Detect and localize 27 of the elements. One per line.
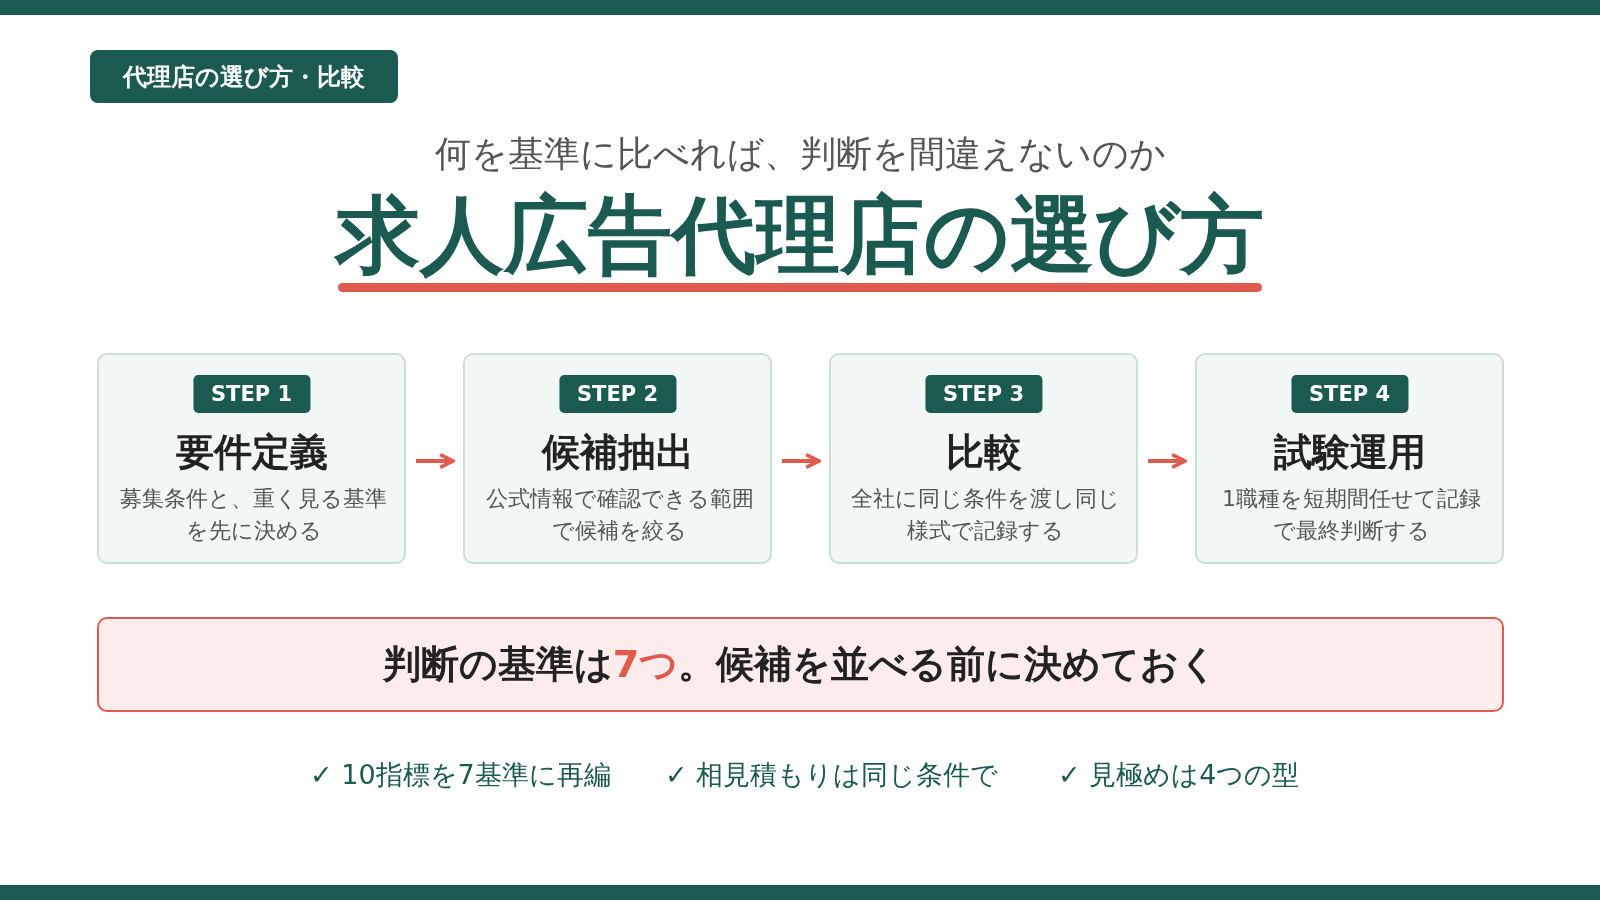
- category-badge: 代理店の選び方・比較: [90, 50, 398, 103]
- checklist-item: ✓ 見極めは4つの型: [1058, 758, 1300, 792]
- step-badge: STEP 3: [924, 375, 1043, 413]
- step-heading: 試験運用: [1273, 430, 1426, 474]
- step-heading: 比較: [945, 430, 1022, 474]
- arrow: [416, 452, 455, 470]
- subtitle: 何を基準に比べれば、判断を間違えないのか: [434, 132, 1166, 176]
- checklist-item: ✓ 相見積もりは同じ条件で: [665, 758, 999, 792]
- step-badge: STEP 4: [1290, 375, 1409, 413]
- step-description: 1職種を短期間任せて記録で最終判断する: [1221, 485, 1482, 545]
- step-card: [97, 353, 406, 564]
- step-description: 全社に同じ条件を渡し同じ様式で記録する: [851, 485, 1120, 545]
- step-card: [463, 353, 772, 564]
- arrow: [782, 452, 821, 470]
- step-heading: 候補抽出: [541, 430, 694, 474]
- callout-box: [97, 617, 1504, 712]
- title: 求人広告代理店の選び方: [336, 185, 1264, 285]
- step-heading: 要件定義: [175, 430, 328, 474]
- step-description: 募集条件と、重く見る基準を先に決める: [119, 485, 388, 545]
- step-badge: STEP 1: [192, 375, 311, 413]
- step-description: 公式情報で確認できる範囲で候補を絞る: [485, 485, 754, 545]
- step-card: [829, 353, 1138, 564]
- step-badge: STEP 2: [558, 375, 677, 413]
- callout-text: 判断の基準は7つ。候補を並べる前に決めておく: [382, 641, 1219, 688]
- step-card: [1195, 353, 1504, 564]
- arrow: [1148, 452, 1187, 470]
- checklist-item: ✓ 10指標を7基準に再編: [310, 758, 611, 792]
